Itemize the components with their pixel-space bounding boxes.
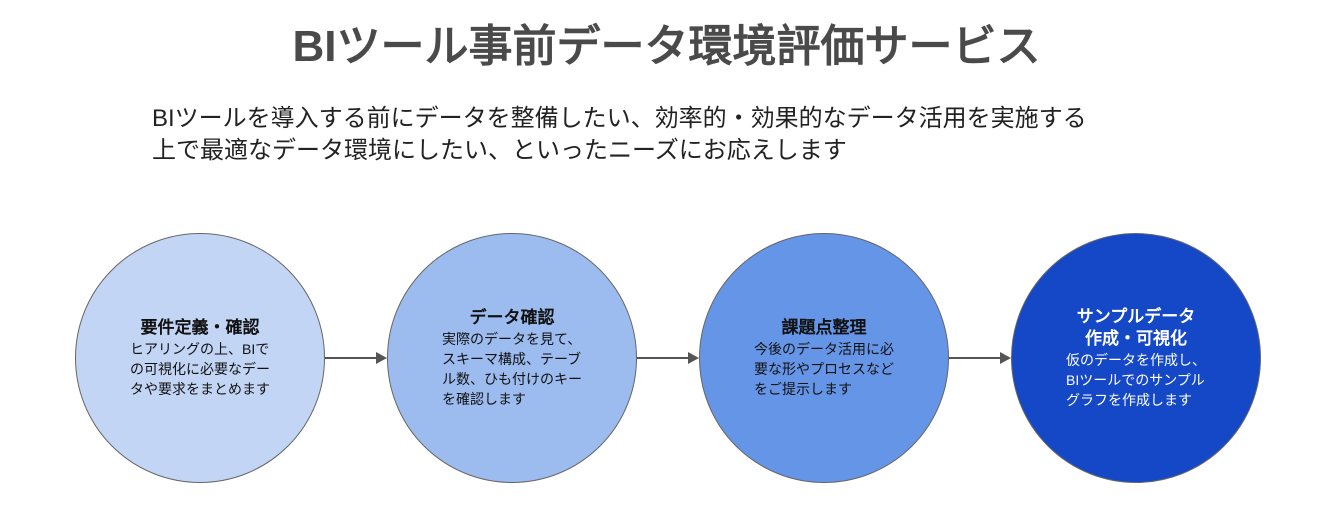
arrow-3 [949,352,1011,364]
subtitle-line-2: 上で最適なデータ環境にしたい、といったニーズにお応えします [152,137,847,164]
step-title-line-2: 作成・可視化 [1085,329,1187,348]
step-line: を確認します [442,391,526,407]
step-title: サンプルデータ [1076,307,1196,326]
step-title: 課題点整理 [781,318,867,337]
step-issue-organizing: 課題点整理 今後のデータ活用に必 要な形やプロセスなど をご提示します [699,233,949,483]
arrow-2 [637,352,699,364]
arrow-1 [325,352,387,364]
step-line: タや要求をまとめます [130,381,270,397]
step-line: スキーマ構成、テーブ [442,351,582,367]
step-description: 仮のデータを作成し、 BIツールでのサンプル グラフを作成します [1066,350,1206,410]
step-line: 実際のデータを見て、 [442,331,582,347]
step-line: 仮のデータを作成し、 [1066,352,1206,368]
step-line: ヒアリングの上、BIで [130,341,270,357]
step-title: 要件定義・確認 [140,318,260,337]
step-title: データ確認 [469,308,555,327]
step-sample-visualization: サンプルデータ 作成・可視化 仮のデータを作成し、 BIツールでのサンプル グラ… [1011,233,1261,483]
step-description: 今後のデータ活用に必 要な形やプロセスなど をご提示します [754,339,894,399]
step-line: BIツールでのサンプル [1066,372,1205,388]
step-line: ル数、ひも付けのキー [442,371,582,387]
step-description: ヒアリングの上、BIで の可視化に必要なデー タや要求をまとめます [130,339,270,399]
step-line: 要な形やプロセスなど [754,361,894,377]
step-requirements: 要件定義・確認 ヒアリングの上、BIで の可視化に必要なデー タや要求をまとめま… [75,233,325,483]
step-line: の可視化に必要なデー [130,361,270,377]
page-title: BIツール事前データ環境評価サービス [292,22,1041,71]
step-description: 実際のデータを見て、 スキーマ構成、テーブ ル数、ひも付けのキー を確認します [442,329,582,409]
step-line: グラフを作成します [1066,392,1192,408]
subtitle-line-1: BIツールを導入する前にデータを整備したい、効率的・効果的なデータ活用を実施する [152,105,1087,132]
step-data-check: データ確認 実際のデータを見て、 スキーマ構成、テーブ ル数、ひも付けのキー を… [387,233,637,483]
step-line: をご提示します [754,381,852,397]
step-line: 今後のデータ活用に必 [754,341,894,357]
